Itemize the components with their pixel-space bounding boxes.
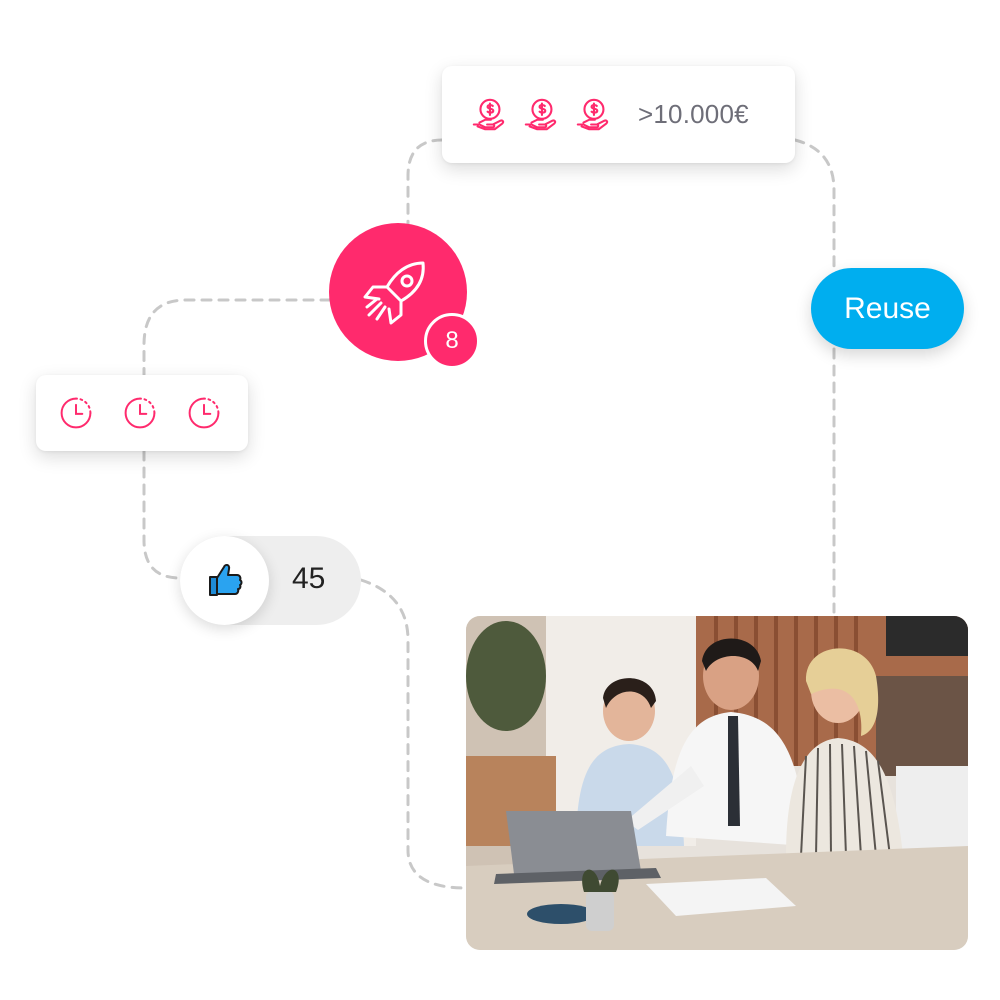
like-button[interactable]	[180, 536, 269, 625]
duration-card	[36, 375, 248, 451]
money-hand-icon	[576, 98, 609, 131]
money-hand-icon	[472, 98, 505, 131]
rocket-icon	[363, 261, 425, 325]
clock-icon	[60, 397, 92, 429]
clock-icon	[124, 397, 156, 429]
team-meeting-photo	[466, 616, 968, 950]
clock-icon	[188, 397, 220, 429]
rocket-count-badge: 8	[424, 313, 480, 369]
thumbs-up-icon	[209, 563, 243, 596]
reuse-button[interactable]: Reuse	[811, 268, 964, 349]
budget-amount: >10.000€	[638, 99, 749, 129]
money-hand-icon	[524, 98, 557, 131]
budget-card: >10.000€	[442, 66, 795, 163]
like-count: 45	[292, 562, 326, 595]
